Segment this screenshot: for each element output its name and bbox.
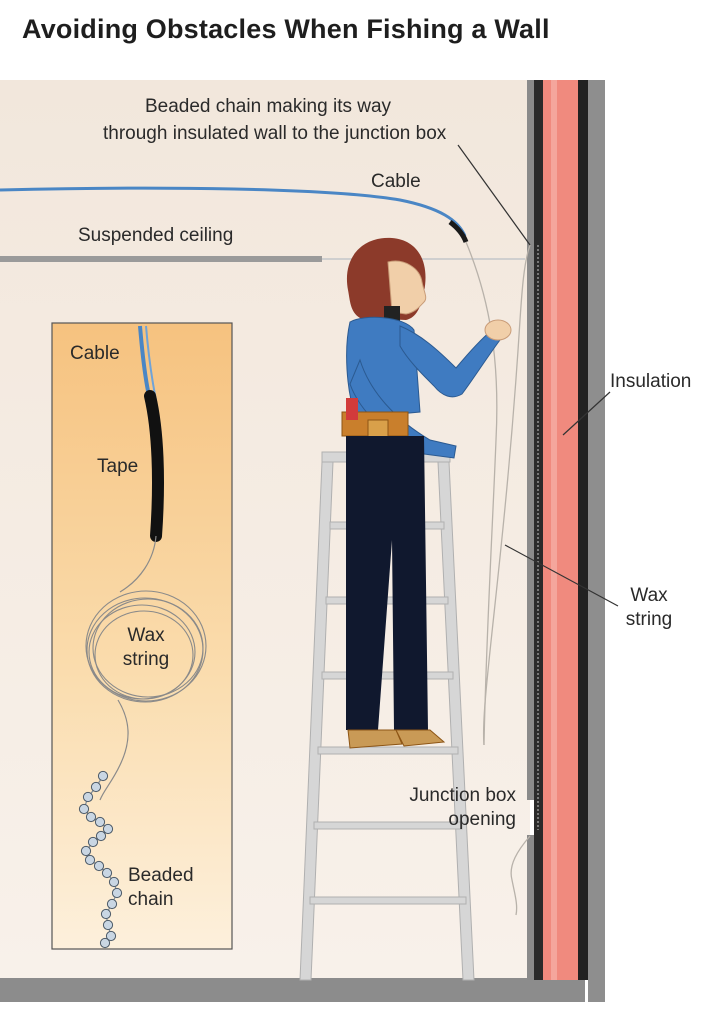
chain-bead: [90, 781, 102, 793]
chain-bead: [100, 908, 112, 920]
chain-bead: [102, 919, 114, 931]
wax-string-exit: [510, 835, 531, 916]
wax-string-label-line2: string: [625, 609, 673, 630]
inset-wax-string-line2: string: [122, 649, 170, 670]
leader-beaded-note: [457, 144, 531, 246]
wax-string-label-line1: Wax: [630, 585, 668, 606]
woman-on-ladder-icon: [341, 237, 512, 749]
chain-bead: [87, 836, 99, 848]
inset-string-tail: [99, 699, 129, 801]
inset-wax-string-label: Wax string: [108, 624, 184, 672]
chain-bead: [108, 876, 120, 888]
chain-bead: [84, 854, 96, 866]
leader-wax-string: [504, 544, 619, 607]
drywall-lower: [527, 835, 534, 980]
inset-beaded-chain-label: Beaded chain: [128, 864, 194, 912]
chain-bead: [85, 811, 97, 823]
wax-string-coil-icon: [85, 590, 207, 703]
drywall-upper: [527, 80, 534, 800]
floor: [0, 978, 585, 1002]
chain-bead: [93, 860, 105, 872]
chain-bead: [99, 937, 111, 949]
inset-tape-label: Tape: [97, 456, 139, 477]
insulation-label: Insulation: [610, 371, 692, 392]
beaded-chain-note-line1: Beaded chain making its way: [144, 96, 392, 117]
wax-string-drop: [465, 241, 498, 746]
cable-above-ceiling: [0, 186, 467, 237]
chain-bead: [94, 816, 106, 828]
chain-bead: [80, 845, 92, 857]
wax-string-label: Wax string: [614, 584, 684, 632]
inset-beaded-chain-line2: chain: [128, 889, 174, 910]
page-title: Avoiding Obstacles When Fishing a Wall: [22, 14, 550, 44]
chain-bead: [102, 823, 114, 835]
exterior-sheathing: [588, 80, 605, 1002]
cable-tape-top: [448, 220, 469, 243]
suspended-ceiling-label: Suspended ceiling: [78, 225, 234, 246]
junction-box-label: Junction box opening: [378, 784, 516, 832]
insulation: [543, 80, 578, 980]
suspended-ceiling-bar: [0, 256, 322, 262]
junction-box-label-line2: opening: [448, 809, 516, 830]
junction-box-label-line1: Junction box: [409, 785, 516, 806]
inset-wax-string-line1: Wax: [127, 625, 165, 646]
chain-bead: [111, 887, 123, 899]
wax-string-to-wall: [482, 244, 531, 746]
chain-bead: [101, 867, 113, 879]
chain-bead: [97, 770, 109, 782]
chain-bead: [105, 930, 117, 942]
inset-beaded-chain-line1: Beaded: [128, 865, 194, 886]
leader-insulation: [562, 391, 611, 436]
chain-bead: [82, 791, 94, 803]
insulation-highlight: [551, 80, 557, 980]
beaded-chain-note-line2: through insulated wall to the junction b…: [103, 123, 447, 144]
chain-bead: [106, 898, 118, 910]
chain-bead: [95, 830, 107, 842]
chain-bead: [78, 803, 90, 815]
ladder-icon: [299, 451, 475, 981]
inset-tape: [144, 390, 164, 542]
inset-cable-label: Cable: [70, 343, 120, 364]
exterior-sheathing-dark: [578, 80, 588, 980]
cable-label: Cable: [371, 171, 421, 192]
inset-string-lead: [119, 535, 157, 593]
